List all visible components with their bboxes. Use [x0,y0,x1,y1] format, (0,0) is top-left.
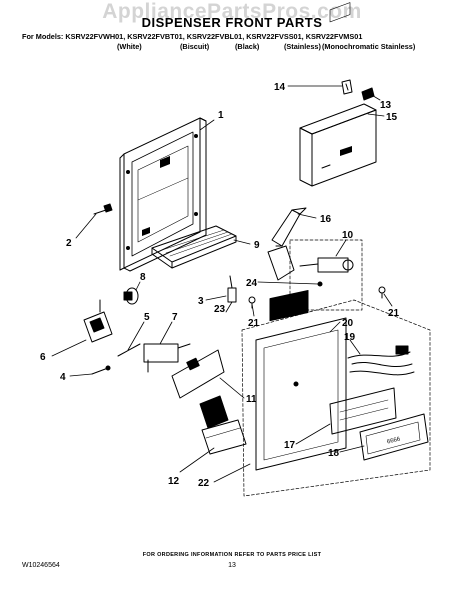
circuit-board-part [329,387,397,435]
callout-6: 6 [40,352,46,363]
flapper-part [83,299,113,343]
callout-21a: 21 [248,318,260,329]
callout-4: 4 [60,372,66,383]
electronic-housing-part [299,2,377,187]
display-panel-text: 6666 [387,436,402,445]
solenoid-group-outline [289,239,363,311]
callout-24: 24 [246,278,258,289]
callout-8: 8 [140,272,146,283]
callout-3: 3 [198,296,204,307]
solenoid-part [299,257,354,287]
callout-10: 10 [342,230,354,241]
finish-mono-stainless: (Monochromatic Stainless) [322,42,416,51]
callout-19: 19 [344,332,356,343]
callout-1: 1 [218,110,224,121]
wire-harness-part [347,345,415,376]
ordering-note: FOR ORDERING INFORMATION REFER TO PARTS … [142,552,322,558]
finish-biscuit: (Biscuit) [180,42,210,51]
chute-bracket-part [171,349,225,399]
callout-9: 9 [254,240,260,251]
finish-black: (Black) [235,42,260,51]
finish-stainless: (Stainless) [284,42,321,51]
document-number: W10246564 [22,562,60,569]
bracket-part-3 [227,275,237,303]
callout-12: 12 [168,476,180,487]
chute-part [199,395,247,455]
callout-14: 14 [274,82,286,93]
screw-part-4 [91,365,111,375]
watermark: AppliancePartsPros.com [102,0,362,23]
display-cover-part: 6666 [359,413,429,461]
callout-7: 7 [172,312,178,323]
callout-22: 22 [198,478,210,489]
callout-2: 2 [66,238,72,249]
clip-part-14 [341,79,353,95]
spring-part [117,343,141,357]
front-panel-group-outline [241,299,431,497]
callout-11: 11 [246,394,257,405]
callout-5: 5 [144,312,150,323]
page-title: DISPENSER FRONT PARTS [141,15,323,30]
page-number: 13 [228,562,236,569]
fitting-part-8 [123,287,139,305]
callout-21b: 21 [388,308,400,319]
callout-18: 18 [328,448,340,459]
finish-white: (White) [117,42,142,51]
screw-part-2 [93,203,113,215]
callout-13: 13 [380,100,392,111]
callout-23: 23 [214,304,226,315]
housing-frame-part [119,117,207,272]
callout-17: 17 [284,440,296,451]
drip-tray-part [151,225,237,269]
motor-part [143,343,191,373]
leader-lines [51,85,393,483]
callout-15: 15 [386,112,398,123]
actuator-lever-part [267,207,307,281]
callout-16: 16 [320,214,332,225]
models-line: For Models: KSRV22FVWH01, KSRV22FVBT01, … [22,32,363,41]
screw-part-21b [378,286,386,299]
callout-20: 20 [342,318,354,329]
clip-part-13 [361,87,375,101]
front-panel-part [255,290,347,471]
